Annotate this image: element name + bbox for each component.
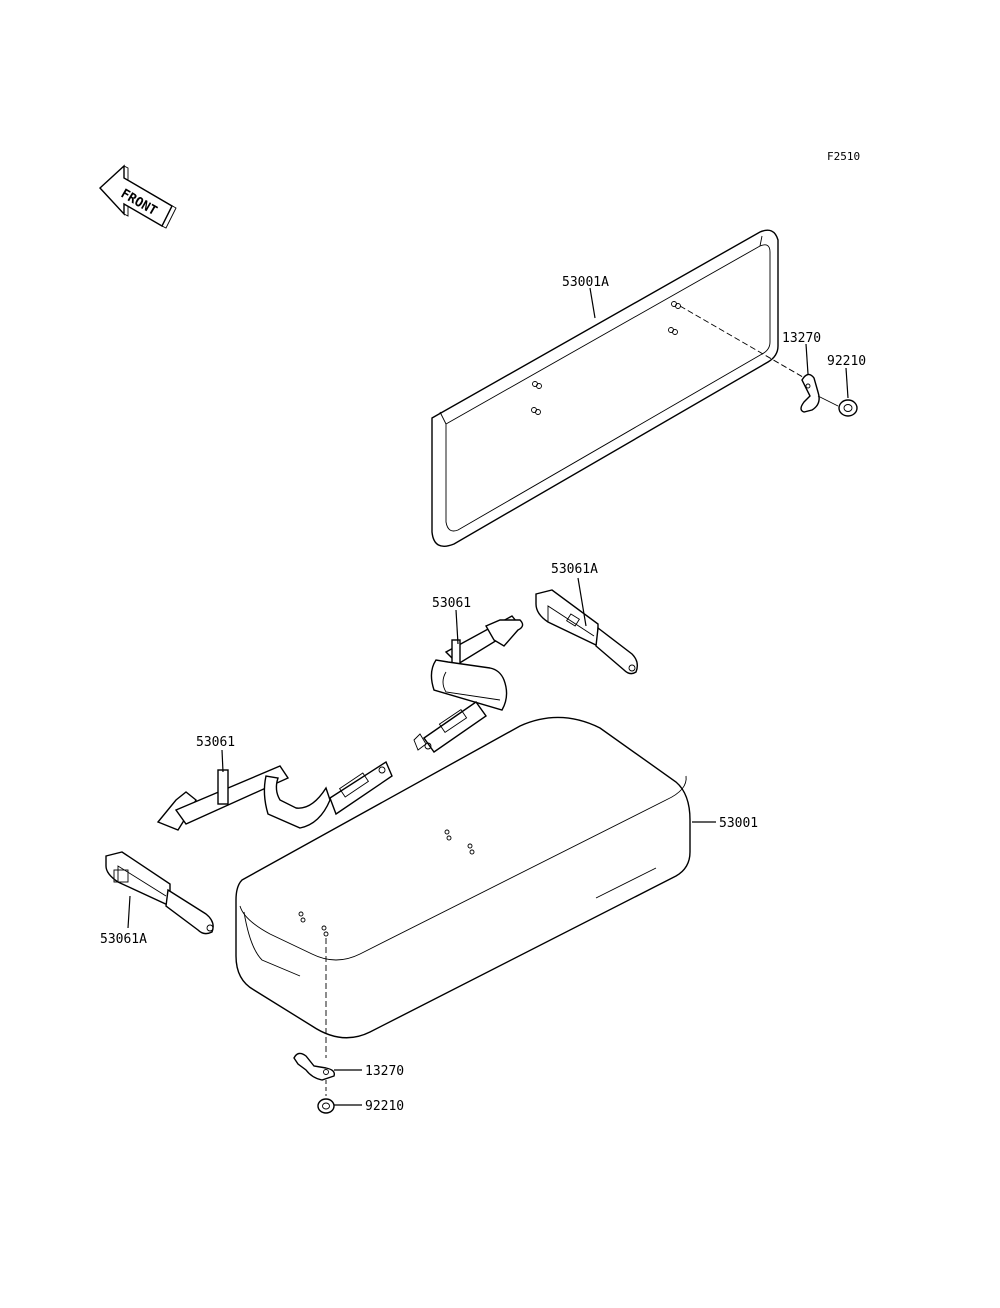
callout-clamp-top: 13270 bbox=[782, 331, 821, 346]
callout-nut-bottom: 92210 bbox=[365, 1099, 404, 1114]
belt-upper bbox=[413, 615, 524, 753]
figure-id: F2510 bbox=[827, 150, 860, 163]
callout-cushion: 53001 bbox=[719, 816, 758, 831]
front-arrow-icon: FRONT bbox=[99, 164, 177, 229]
callout-buckle-upper: 53061A bbox=[551, 562, 598, 577]
clamp-top bbox=[800, 373, 820, 413]
callout-clamp-bottom: 13270 bbox=[365, 1064, 404, 1079]
callout-buckle-lower: 53061A bbox=[100, 932, 147, 947]
clamp-bottom bbox=[293, 1052, 336, 1081]
buckle-lower bbox=[105, 851, 214, 935]
callout-belt-upper: 53061 bbox=[432, 596, 471, 611]
backrest-panel bbox=[431, 229, 779, 547]
nut-bottom bbox=[317, 1080, 335, 1114]
callout-nut-top: 92210 bbox=[827, 354, 866, 369]
callout-belt-lower: 53061 bbox=[196, 735, 235, 750]
nut-top bbox=[838, 399, 858, 417]
seat-cushion bbox=[235, 716, 691, 1039]
belt-lower bbox=[156, 760, 393, 831]
buckle-upper bbox=[535, 589, 639, 675]
callout-backrest: 53001A bbox=[562, 275, 609, 290]
